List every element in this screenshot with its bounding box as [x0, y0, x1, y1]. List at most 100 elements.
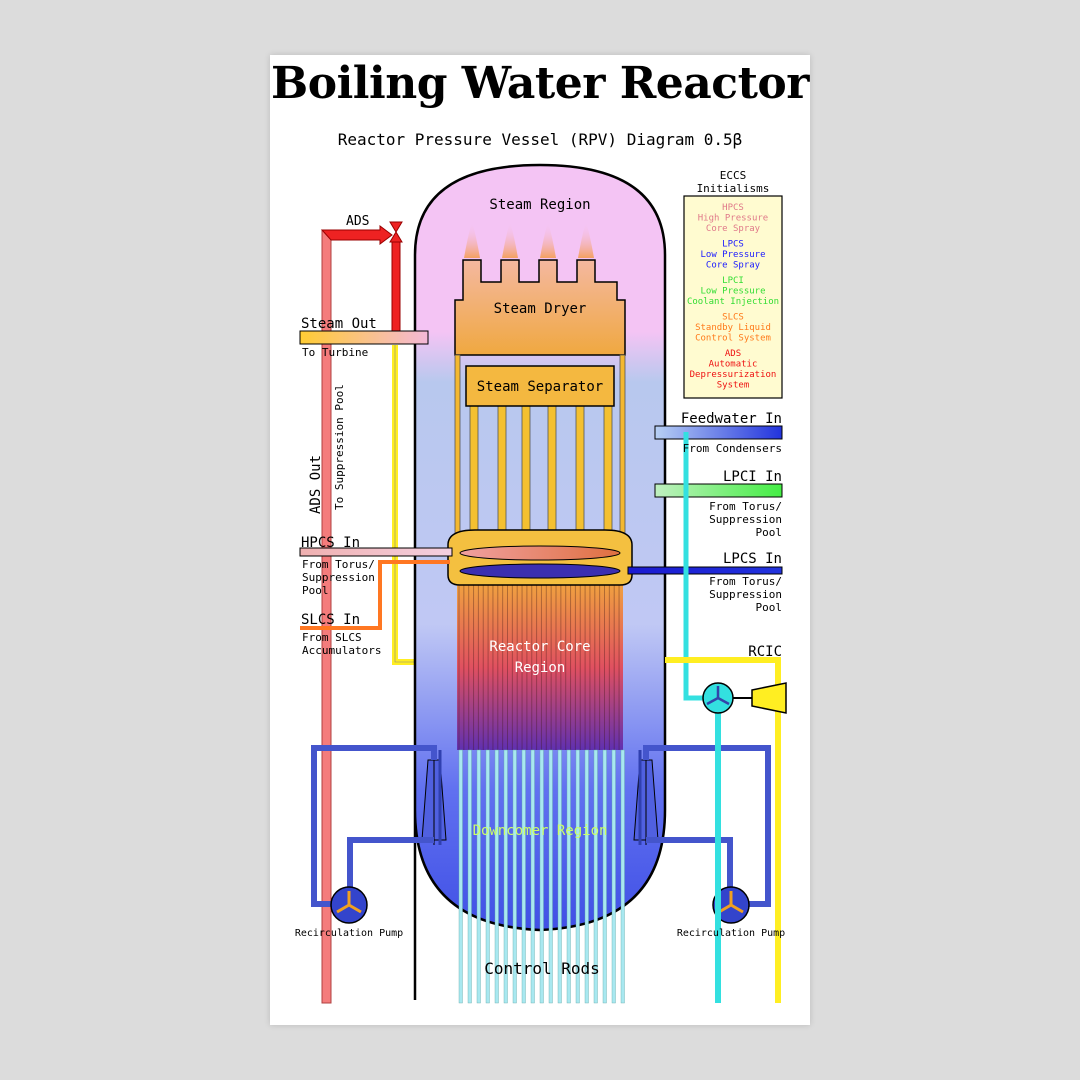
lpci-in-pipe [654, 483, 783, 498]
slcs-pipe [300, 560, 450, 630]
eccs-entry-line: LPCI [722, 276, 744, 286]
slcs-from-line1: From SLCS [302, 631, 362, 644]
feedwater-in-label: Feedwater In [681, 411, 782, 427]
rcic-label: RCIC [748, 644, 782, 660]
control-rod [575, 749, 580, 1004]
standpipe [603, 405, 613, 533]
standpipe [575, 405, 585, 533]
recirc-pump-right-label: Recirculation Pump [677, 928, 785, 939]
to-turbine-label: To Turbine [302, 346, 368, 359]
control-rod [539, 749, 544, 1004]
control-rods [458, 749, 625, 1004]
downcomer-label: Downcomer Region [473, 823, 608, 839]
page-subtitle: Reactor Pressure Vessel (RPV) Diagram 0.… [337, 130, 743, 149]
reactor-core [457, 585, 623, 750]
control-rod [566, 749, 571, 1004]
lpcs-in-pipe [627, 566, 783, 575]
lpci-in-label: LPCI In [723, 469, 782, 485]
ads-valve-icon [389, 221, 403, 243]
control-rod [602, 749, 607, 1004]
lpcs-from-line3: Pool [756, 601, 783, 614]
steam-region-label: Steam Region [489, 197, 590, 213]
lpcs-in-label: LPCS In [723, 551, 782, 567]
ads-riser-pipe [391, 241, 401, 333]
steam-plumes [464, 222, 594, 258]
eccs-entry-line: System [717, 381, 750, 391]
ads-arrow [320, 225, 393, 245]
eccs-entry-line: HPCS [722, 203, 744, 213]
core-label-line2: Region [515, 660, 566, 676]
standpipe [469, 405, 479, 533]
eccs-entry-line: ADS [725, 349, 741, 359]
control-rod [512, 749, 517, 1004]
eccs-entry-line: Control System [695, 334, 771, 344]
steam-out-label: Steam Out [301, 316, 377, 332]
recirculation-pump-left-icon [330, 886, 368, 924]
lpcs-from-line1: From Torus/ [709, 575, 782, 588]
eccs-entry-line: Core Spray [706, 224, 761, 234]
control-rods-label: Control Rods [484, 959, 600, 978]
control-rod [611, 749, 616, 1004]
feedwater-in-pipe [654, 425, 783, 440]
hpcs-from-line3: Pool [302, 584, 329, 597]
recirc-pump-left-label: Recirculation Pump [295, 928, 403, 939]
hpcs-sparger [459, 545, 621, 561]
eccs-heading-line1: ECCS [720, 169, 747, 182]
eccs-entry-line: Low Pressure [700, 250, 765, 260]
standpipe [547, 405, 557, 533]
page-title: Boiling Water Reactor [271, 58, 809, 109]
control-rod [503, 749, 508, 1004]
steam-dryer [454, 259, 626, 356]
hpcs-from-line2: Suppression [302, 571, 375, 584]
recirc-loop-right-discharge [646, 837, 733, 890]
eccs-entry-line: LPCS [722, 240, 744, 250]
steam-separator-label: Steam Separator [477, 379, 603, 395]
recirc-loop-left-discharge [347, 837, 434, 890]
jet-pump-left [421, 750, 447, 845]
eccs-entry-line: Automatic [709, 360, 758, 370]
control-rod [476, 749, 481, 1004]
ads-out-label: ADS Out [308, 455, 324, 514]
eccs-heading-line2: Initialisms [697, 182, 770, 195]
slcs-from-line2: Accumulators [302, 644, 381, 657]
recirc-loop-right-suction [643, 745, 771, 907]
rcic-feed-pipe [683, 432, 704, 701]
control-rod [521, 749, 526, 1004]
core-label-line1: Reactor Core [489, 639, 590, 655]
control-rod [557, 749, 562, 1004]
eccs-entry-line: Depressurization [690, 370, 777, 380]
hpcs-in-pipe [299, 547, 453, 557]
control-rod [530, 749, 535, 1004]
eccs-entry-line: Core Spray [706, 261, 761, 271]
control-rod [593, 749, 598, 1004]
recirc-loop-left-suction [311, 745, 437, 907]
lpci-from-line3: Pool [756, 526, 783, 539]
from-condensers-label: From Condensers [683, 442, 782, 455]
jet-pump-right [633, 750, 659, 845]
lpcs-sparger [459, 563, 621, 579]
eccs-entry-line: High Pressure [698, 214, 768, 224]
control-rod [485, 749, 490, 1004]
control-rod [458, 749, 463, 1004]
eccs-entry-line: Standby Liquid [695, 323, 771, 333]
lpci-from-line2: Suppression [709, 513, 782, 526]
lpci-from-line1: From Torus/ [709, 500, 782, 513]
eccs-entry-line: SLCS [722, 313, 744, 323]
rcic-turbine-icon [751, 682, 787, 714]
eccs-entry-line: Low Pressure [700, 287, 765, 297]
ads-label: ADS [346, 214, 369, 229]
steam-dryer-label: Steam Dryer [494, 301, 587, 317]
rcic-steam-pipe [665, 657, 781, 1003]
steam-separator [465, 365, 615, 407]
control-rod [548, 749, 553, 1004]
hpcs-from-line1: From Torus/ [302, 558, 375, 571]
control-rod [620, 749, 625, 1004]
control-rod [584, 749, 589, 1004]
steam-out-pipe [299, 330, 429, 345]
to-suppression-pool-label: To Suppression Pool [333, 384, 346, 510]
standpipe [521, 405, 531, 533]
standpipe [497, 405, 507, 533]
lpcs-from-line2: Suppression [709, 588, 782, 601]
